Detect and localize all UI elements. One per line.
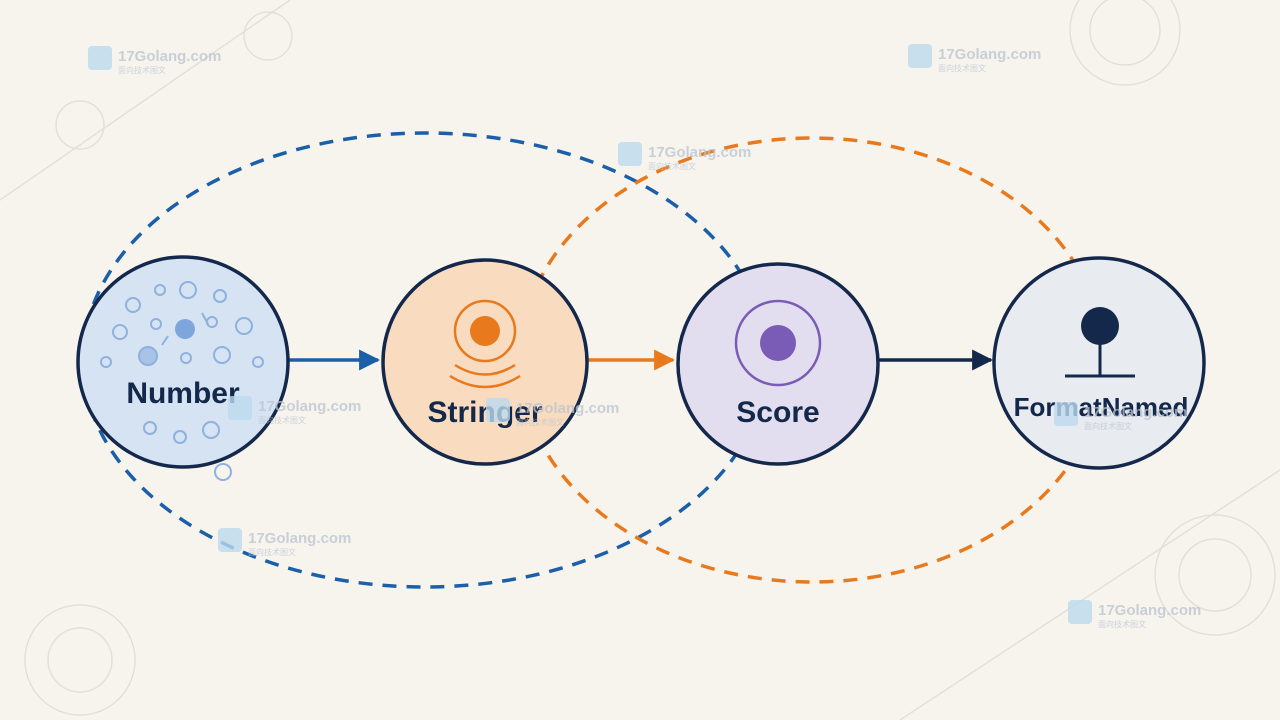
watermark-logo-icon <box>218 528 242 552</box>
svg-text:17Golang.com: 17Golang.com <box>938 46 1041 63</box>
watermark-logo-icon <box>1054 402 1078 426</box>
node-label-score: Score <box>736 396 819 429</box>
svg-text:17Golang.com: 17Golang.com <box>648 144 751 161</box>
watermark-logo-icon <box>486 398 510 422</box>
watermark-6: 17Golang.com 面向技术图文 <box>1054 402 1187 431</box>
watermark-logo-icon <box>618 142 642 166</box>
watermark-4: 17Golang.com 面向技术图文 <box>228 396 361 425</box>
node-label-stringer: Stringer <box>427 396 542 429</box>
bubbles-icon <box>100 281 264 481</box>
node-stringer[interactable]: Stringer <box>381 258 589 466</box>
svg-text:面向技术图文: 面向技术图文 <box>938 63 986 73</box>
svg-text:17Golang.com: 17Golang.com <box>248 530 351 547</box>
watermark-2: 17Golang.com 面向技术图文 <box>908 44 1041 73</box>
svg-text:17Golang.com: 17Golang.com <box>1098 602 1201 619</box>
signal-icon <box>449 299 521 389</box>
svg-text:面向技术图文: 面向技术图文 <box>118 65 166 75</box>
node-label-number: Number <box>126 377 240 410</box>
node-label-formatnamed: FormatNamed <box>1014 392 1189 422</box>
node-score[interactable]: Score <box>676 262 880 466</box>
svg-text:面向技术图文: 面向技术图文 <box>1084 421 1132 431</box>
node-number[interactable]: Number <box>76 255 290 481</box>
svg-text:17Golang.com: 17Golang.com <box>516 400 619 417</box>
watermark-1: 17Golang.com 面向技术图文 <box>88 46 221 75</box>
pin-icon <box>1065 307 1135 378</box>
bubbles-icon-mid <box>138 346 158 366</box>
svg-text:17Golang.com: 17Golang.com <box>118 48 221 65</box>
target-icon-core <box>760 325 796 361</box>
svg-text:面向技术图文: 面向技术图文 <box>648 161 696 171</box>
node-formatnamed[interactable]: FormatNamed <box>992 256 1206 470</box>
watermark-logo-icon <box>908 44 932 68</box>
svg-text:面向技术图文: 面向技术图文 <box>258 415 306 425</box>
watermark-7: 17Golang.com 面向技术图文 <box>218 528 351 557</box>
svg-text:面向技术图文: 面向技术图文 <box>1098 619 1146 629</box>
bubbles-icon-core <box>175 319 195 339</box>
watermark-3: 17Golang.com 面向技术图文 <box>618 142 751 171</box>
watermark-5: 17Golang.com 面向技术图文 <box>486 398 619 427</box>
svg-text:面向技术图文: 面向技术图文 <box>248 547 296 557</box>
svg-text:17Golang.com: 17Golang.com <box>1084 404 1187 421</box>
watermark-logo-icon <box>1068 600 1092 624</box>
signal-icon-core <box>470 316 500 346</box>
svg-text:面向技术图文: 面向技术图文 <box>516 417 564 427</box>
watermark-8: 17Golang.com 面向技术图文 <box>1068 600 1201 629</box>
watermark-logo-icon <box>228 396 252 420</box>
watermark-logo-icon <box>88 46 112 70</box>
svg-text:17Golang.com: 17Golang.com <box>258 398 361 415</box>
target-icon <box>734 299 822 387</box>
